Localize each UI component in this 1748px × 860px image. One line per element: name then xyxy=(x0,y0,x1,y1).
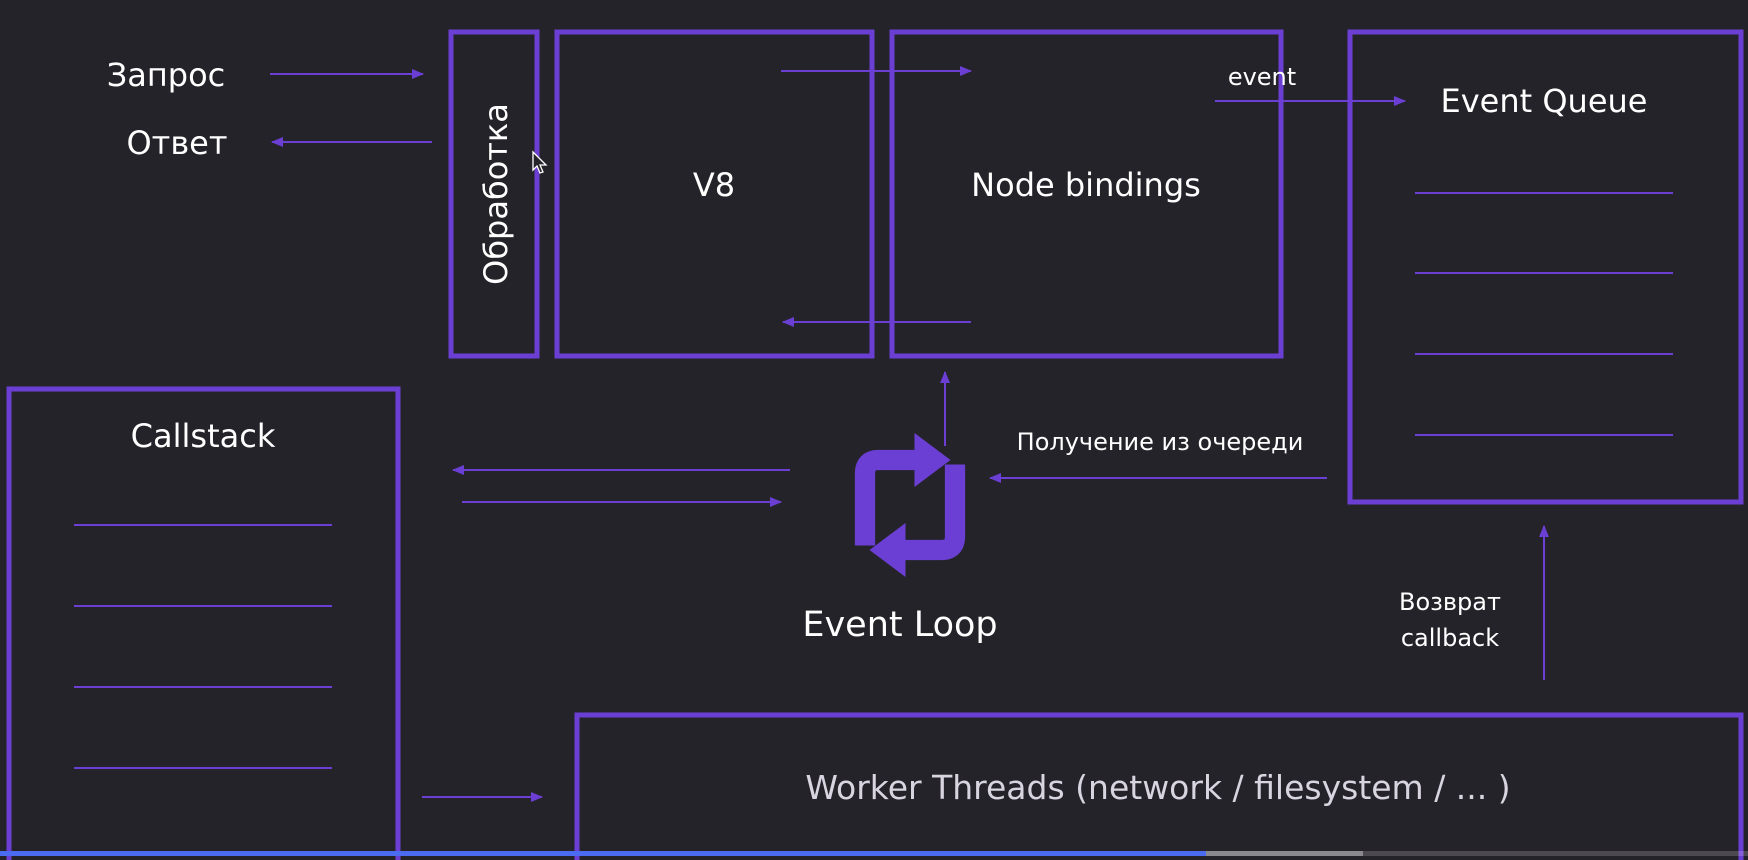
refresh-cycle-icon xyxy=(854,433,966,577)
video-progress-bar[interactable] xyxy=(0,851,1748,856)
return-label-line2: callback xyxy=(1401,624,1499,652)
callstack-box xyxy=(6,386,401,860)
event-queue-label: Event Queue xyxy=(1441,82,1648,120)
event-queue-box xyxy=(1347,29,1744,505)
callstack-label: Callstack xyxy=(131,417,276,455)
worker-threads-box xyxy=(574,712,1744,860)
node-bindings-label: Node bindings xyxy=(971,166,1201,204)
v8-label: V8 xyxy=(693,166,735,204)
event-loop-label: Event Loop xyxy=(802,605,997,645)
processing-box xyxy=(448,29,540,359)
request-label: Запрос xyxy=(107,56,226,94)
mouse-pointer-icon xyxy=(532,150,548,174)
video-played-bar xyxy=(0,851,1207,856)
response-label: Ответ xyxy=(126,124,227,162)
dequeue-label: Получение из очереди xyxy=(1017,428,1304,456)
return-label-line1: Возврат xyxy=(1399,588,1501,616)
processing-label: Обработка xyxy=(477,103,515,285)
worker-threads-label: Worker Threads (network / filesystem / .… xyxy=(805,768,1510,807)
event-label: event xyxy=(1228,63,1296,91)
node-bindings-box xyxy=(889,29,1284,359)
v8-box xyxy=(554,29,875,359)
